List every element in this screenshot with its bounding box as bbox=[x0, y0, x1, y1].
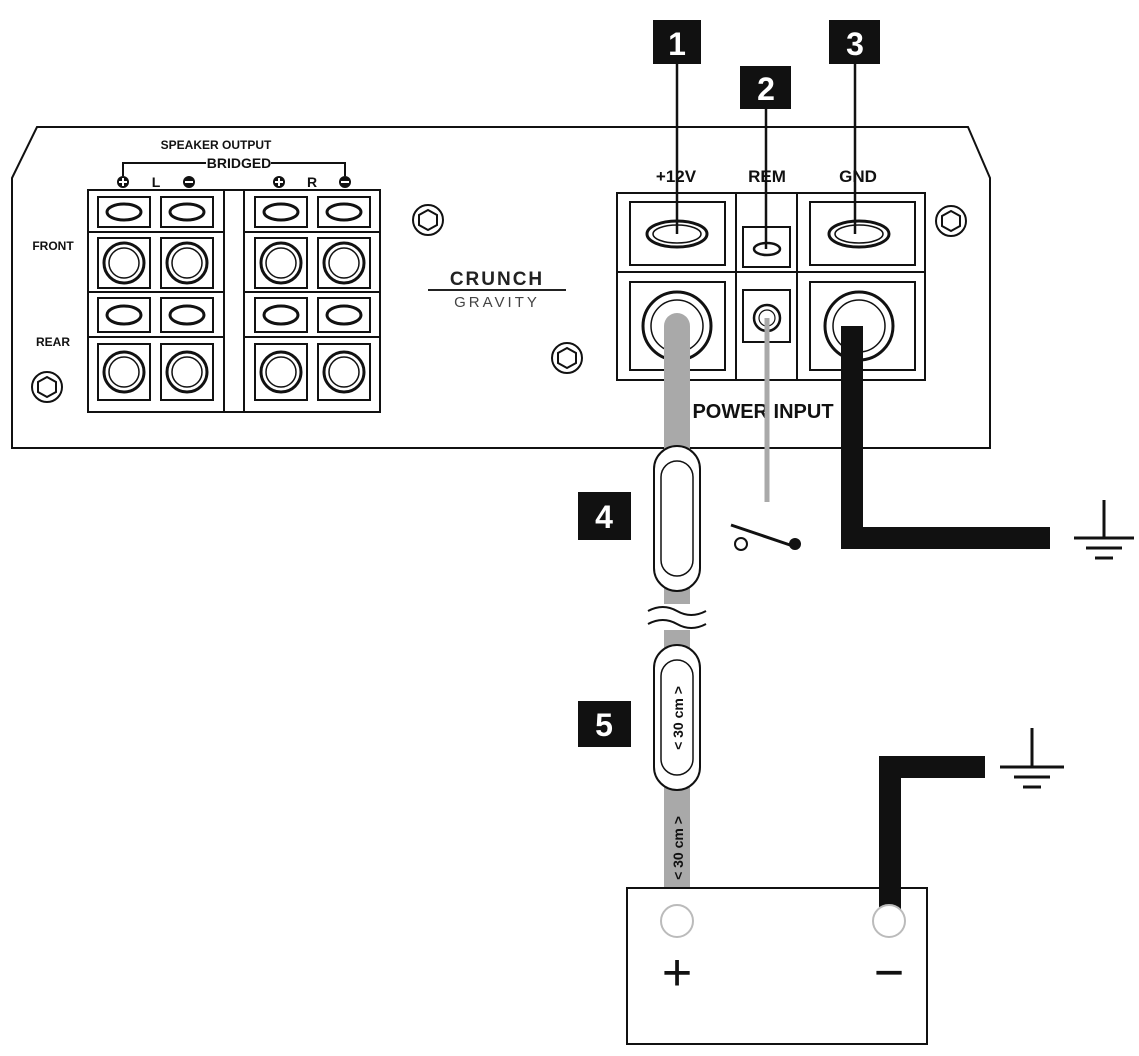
ground-symbol-icon bbox=[1000, 728, 1064, 789]
left-plus-icon bbox=[117, 176, 129, 188]
right-plus-icon bbox=[273, 176, 285, 188]
svg-text:4: 4 bbox=[595, 499, 613, 535]
ground-symbol-icon bbox=[1074, 500, 1134, 560]
brand-name: CRUNCH bbox=[450, 269, 544, 290]
speaker-screw-row-front bbox=[97, 196, 371, 228]
svg-text:3: 3 bbox=[846, 26, 864, 62]
bridged-bracket bbox=[122, 162, 346, 176]
power-input-label: POWER INPUT bbox=[692, 401, 833, 423]
right-minus-icon bbox=[339, 176, 351, 188]
cable-break-icon bbox=[647, 606, 707, 629]
gnd-cable bbox=[841, 326, 1050, 549]
hex-screw-icon bbox=[551, 342, 583, 374]
distance-label-upper: < 30 cm > bbox=[670, 686, 686, 750]
hex-screw-icon bbox=[31, 371, 63, 403]
fuse-holder-lower bbox=[653, 644, 701, 791]
speaker-hole-row-front bbox=[97, 237, 371, 289]
bridged-label: BRIDGED bbox=[207, 155, 272, 171]
brand-model: GRAVITY bbox=[454, 294, 540, 311]
callout-badge-5: 5 bbox=[578, 701, 631, 747]
battery-plus-sign: + bbox=[662, 944, 692, 1002]
battery-negative-post bbox=[872, 904, 906, 938]
left-channel-label: L bbox=[152, 174, 161, 190]
svg-text:1: 1 bbox=[668, 26, 686, 62]
remote-switch-icon bbox=[730, 523, 801, 551]
distance-label-lower: < 30 cm > bbox=[670, 816, 686, 880]
left-minus-icon bbox=[183, 176, 195, 188]
speaker-output-title: SPEAKER OUTPUT bbox=[161, 138, 272, 152]
hex-screw-icon bbox=[935, 205, 967, 237]
right-channel-label: R bbox=[307, 174, 317, 190]
battery-positive-post bbox=[660, 904, 694, 938]
battery-ground-cable bbox=[879, 756, 985, 915]
svg-text:2: 2 bbox=[757, 71, 775, 107]
rear-label: REAR bbox=[36, 335, 70, 349]
callout-badge-3: 3 bbox=[829, 20, 880, 64]
gnd-label: GND bbox=[839, 167, 877, 186]
callout-badge-2: 2 bbox=[740, 66, 791, 109]
speaker-screw-row-rear bbox=[97, 297, 371, 333]
front-label: FRONT bbox=[32, 239, 74, 253]
fuse-holder-upper bbox=[653, 445, 701, 592]
hex-screw-icon bbox=[412, 204, 444, 236]
callout-badge-1: 1 bbox=[653, 20, 701, 64]
callout-badge-4: 4 bbox=[578, 492, 631, 540]
battery-minus-sign: − bbox=[874, 944, 904, 1002]
speaker-hole-row-rear bbox=[97, 343, 371, 401]
svg-text:5: 5 bbox=[595, 707, 613, 743]
